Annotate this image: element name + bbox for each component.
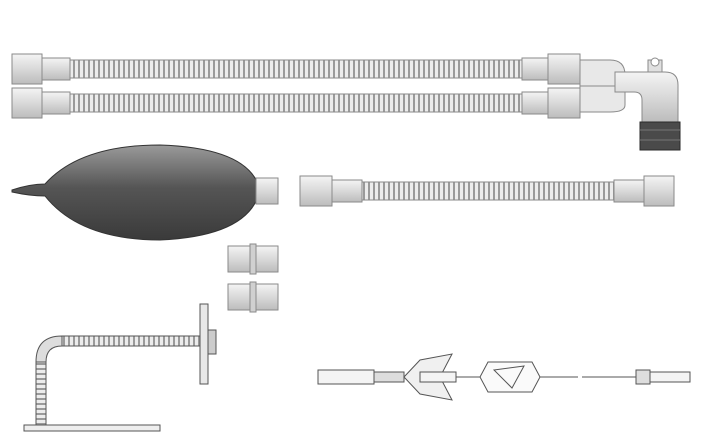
- y-piece: [579, 59, 626, 113]
- upper-limb-tube: [11, 53, 581, 85]
- straight-connector: [227, 243, 279, 275]
- elbow-connector: [614, 57, 681, 151]
- dual-limb-breathing-circuit: [11, 53, 681, 151]
- single-corrugated-tube: [299, 175, 675, 207]
- lower-limb-tube: [11, 87, 581, 119]
- reservoir-bag: [11, 144, 279, 241]
- sampling-line-with-filter: [317, 353, 691, 401]
- straight-connector: [227, 281, 279, 313]
- tube-support-arm: [23, 303, 217, 432]
